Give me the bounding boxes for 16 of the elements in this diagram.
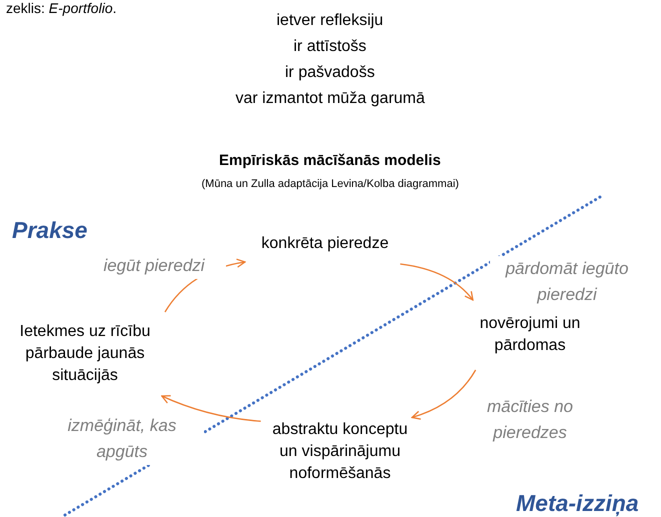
step-text: novērojumi un pārdomas: [478, 314, 582, 356]
intro-text: zeklis: E-portfolio.: [6, 0, 116, 16]
list-item: var izmantot mūža garumā: [236, 90, 425, 108]
list-item: ietver refleksiju: [276, 12, 384, 30]
zone-label: Meta-izziņa: [516, 490, 639, 517]
step-text: Ietekmes uz rīcību pārbaude jaunās situācijās: [18, 322, 152, 386]
zone-label: Prakse: [12, 217, 88, 244]
curved-arrow: [161, 394, 261, 422]
step-text: abstraktu konceptu un vispārinājumu noformēšanās: [271, 420, 409, 484]
list-item: ir attīstošs: [294, 38, 366, 56]
curved-arrow: [411, 370, 476, 420]
diagram-title: Empīriskās mācīšanās modelis: [219, 152, 441, 169]
subtitle: (Mūna un Zulla adaptācija Levina/Kolba diagrammai): [202, 178, 459, 190]
curved-arrow: [400, 263, 474, 301]
step-text: konkrēta pieredze: [261, 234, 389, 254]
list-item: ir pašvadošs: [285, 64, 375, 82]
